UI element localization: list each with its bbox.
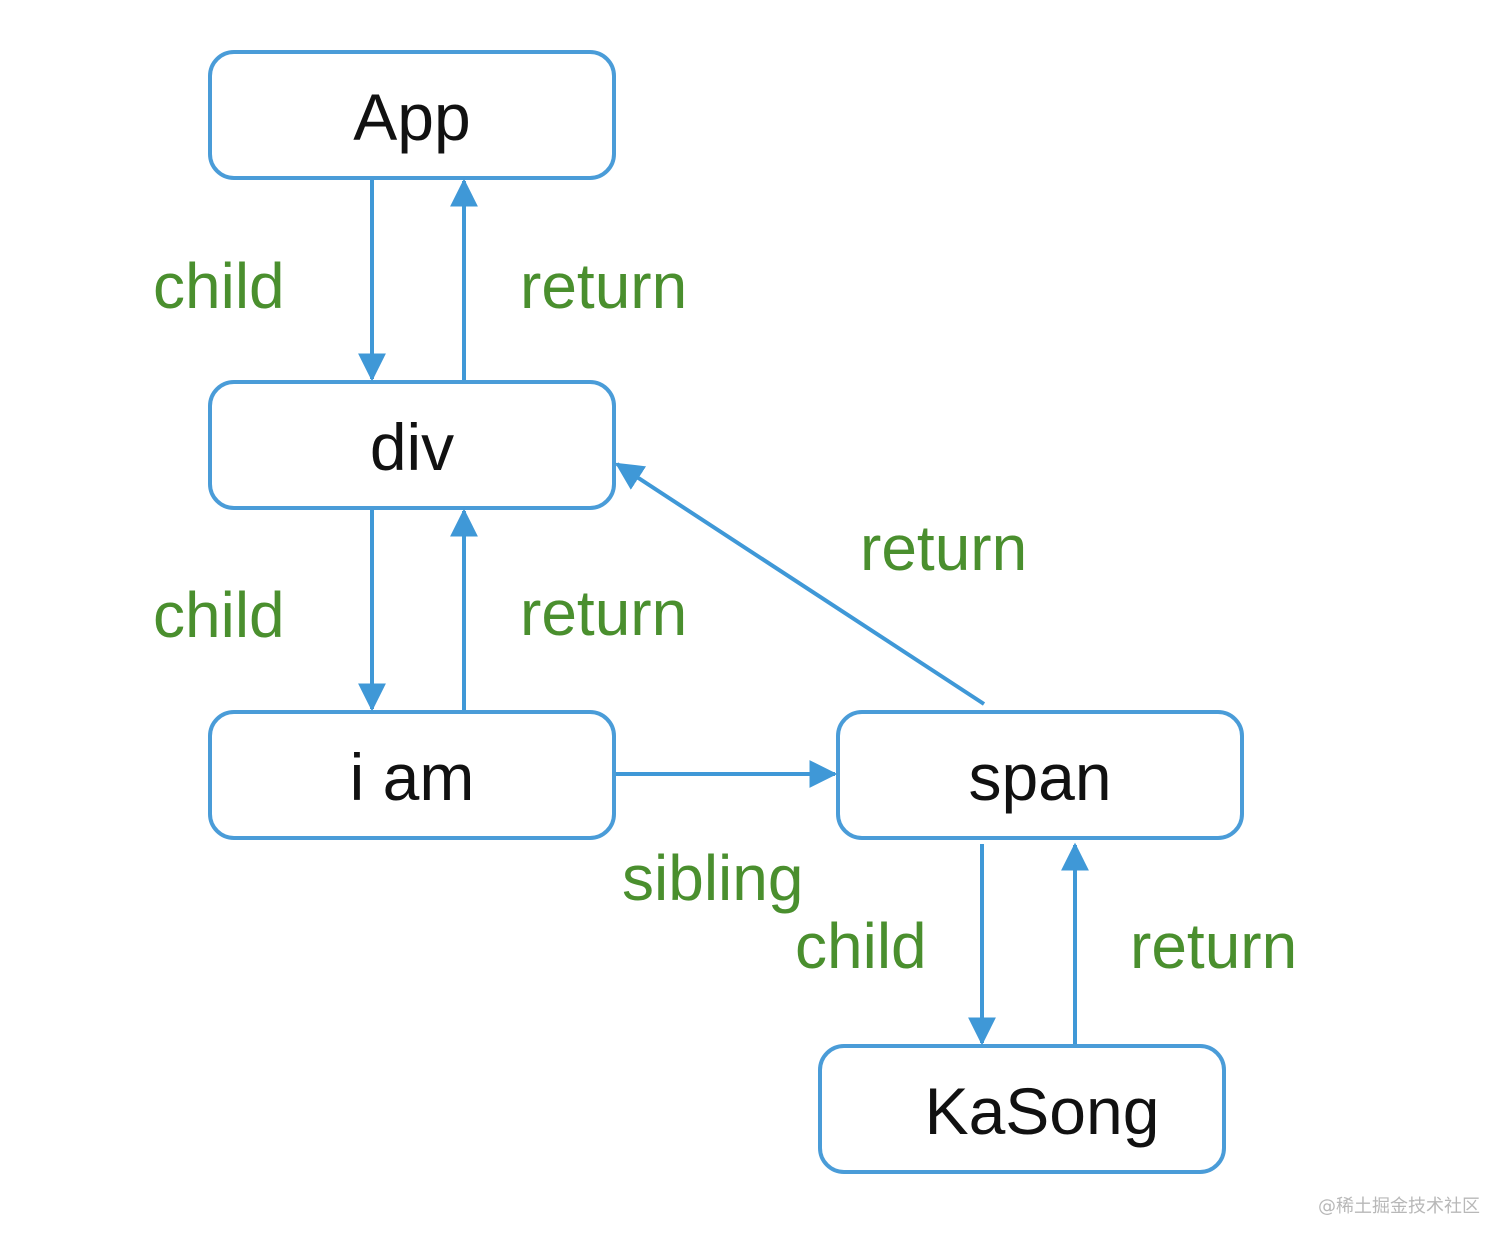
watermark: @稀土掘金技术社区 bbox=[1318, 1196, 1480, 1217]
label-kasong-span-return: return bbox=[1130, 910, 1297, 982]
node-kasong-label: KaSong bbox=[925, 1074, 1160, 1148]
node-span-label: span bbox=[968, 740, 1111, 814]
node-i-am: i am bbox=[208, 710, 616, 840]
node-span: span bbox=[836, 710, 1244, 840]
node-div-label: div bbox=[370, 410, 454, 484]
node-app-label: App bbox=[353, 80, 470, 154]
node-div: div bbox=[208, 380, 616, 510]
label-span-div-return: return bbox=[860, 512, 1027, 584]
label-div-iam-child: child bbox=[153, 579, 285, 651]
edge-span-to-div-return bbox=[615, 462, 986, 706]
node-i-am-label: i am bbox=[350, 740, 475, 814]
label-app-div-child: child bbox=[153, 250, 285, 322]
label-iam-span-sibling: sibling bbox=[622, 842, 803, 914]
label-div-app-return: return bbox=[520, 250, 687, 322]
node-app: App bbox=[208, 50, 616, 180]
node-kasong: KaSong bbox=[818, 1044, 1226, 1174]
label-span-kasong-child: child bbox=[795, 910, 927, 982]
label-iam-div-return: return bbox=[520, 577, 687, 649]
